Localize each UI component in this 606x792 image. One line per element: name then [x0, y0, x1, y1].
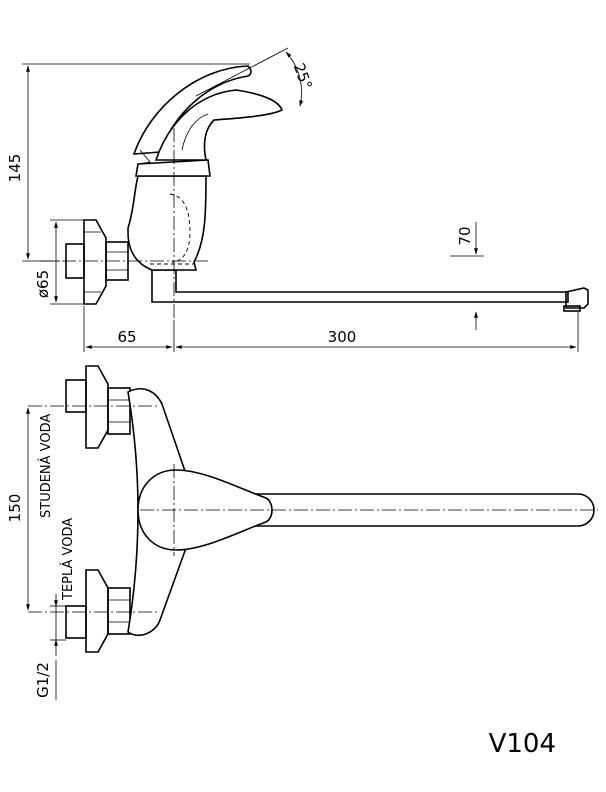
lever-top [137, 469, 273, 551]
spout [151, 269, 569, 303]
dim-angle-text: 25° [290, 61, 316, 92]
valve-body [127, 175, 207, 271]
top-view: 150 STUDENÁ VODA TEPLÁ VODA G1/2 [6, 365, 598, 700]
dim-65-text: 65 [117, 328, 136, 346]
hot-inlet-flange [85, 569, 109, 653]
cold-inlet-flange [85, 365, 109, 449]
side-view: 145 25° 70 ø65 65 300 [6, 47, 589, 352]
cold-water-label: STUDENÁ VODA [38, 414, 54, 518]
dim-70-text: 70 [456, 226, 474, 245]
dim-150-text: 150 [6, 494, 24, 523]
dim-diameter-text: ø65 [34, 270, 52, 298]
dim-300-text: 300 [328, 328, 357, 346]
wall-flange [83, 219, 107, 305]
model-code: V104 [489, 729, 556, 759]
thread-text: G1/2 [34, 662, 52, 698]
mixer-lever [132, 65, 252, 155]
hot-water-label: TEPLÁ VODA [60, 518, 76, 601]
dim-145-text: 145 [6, 154, 24, 183]
